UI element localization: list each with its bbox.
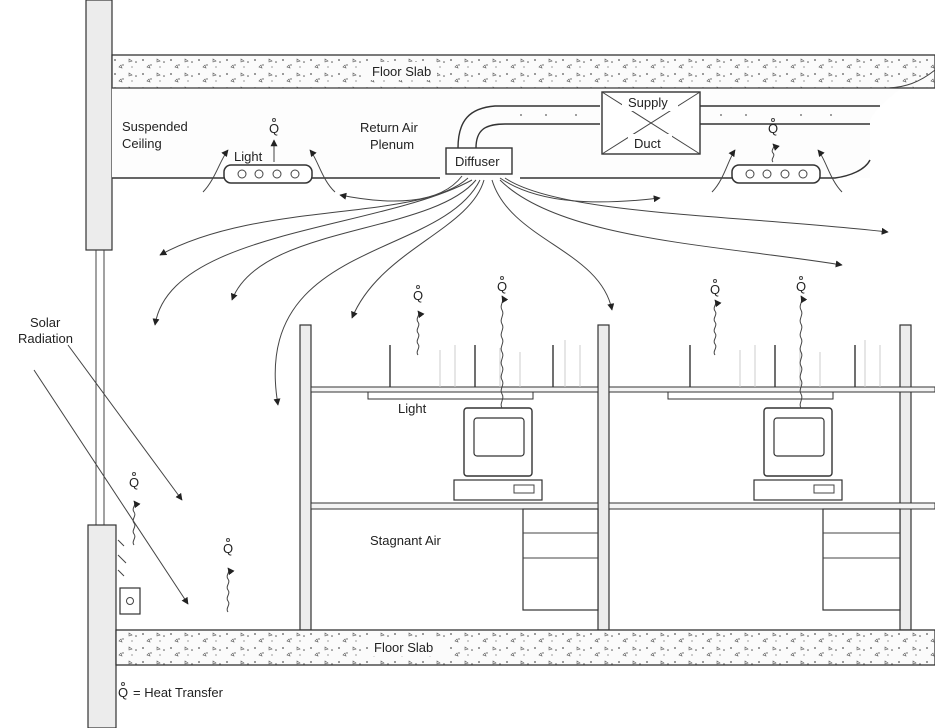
computer-right [753, 407, 843, 501]
computer-left [453, 407, 543, 501]
desk-left [310, 502, 599, 611]
legend-text: = Heat Transfer [133, 685, 224, 700]
return-air-label-2: Plenum [370, 137, 414, 152]
q-window: Q [129, 472, 141, 546]
solar-label-2: Radiation [18, 331, 73, 346]
q-ceiling-light-right: Q [768, 118, 780, 163]
solar-label-1: Solar [30, 315, 61, 330]
suspended-ceiling-label-2: Ceiling [122, 136, 162, 151]
svg-text:Q: Q [796, 279, 806, 294]
legend: Q = Heat Transfer [118, 682, 224, 700]
suspended-ceiling-label-1: Suspended [122, 119, 188, 134]
svg-text:Q: Q [768, 121, 778, 136]
svg-text:Q: Q [497, 279, 507, 294]
upper-shelf-right [608, 340, 935, 400]
q-shelf-left: Q [413, 285, 425, 356]
ceiling-light-left: Light [202, 149, 336, 193]
top-floor-slab: Floor Slab [111, 54, 935, 178]
supply-duct-label-2: Duct [634, 136, 661, 151]
upper-shelf-left: Light [310, 340, 599, 416]
wall-fixture [117, 539, 141, 615]
svg-text:Q: Q [710, 282, 720, 297]
diffuser-label: Diffuser [455, 154, 500, 169]
shelf-light-label: Light [398, 401, 427, 416]
exterior-wall [85, 0, 117, 728]
svg-text:Q: Q [223, 541, 233, 556]
svg-text:Q: Q [269, 121, 279, 136]
diffuser: Diffuser [445, 147, 513, 175]
svg-text:Q: Q [129, 475, 139, 490]
q-computer-right: Q [796, 276, 808, 409]
bottom-slab-label-bg [368, 638, 446, 656]
legend-q: Q [118, 685, 128, 700]
supply-duct-label-1: Supply [628, 95, 668, 110]
stagnant-air-label: Stagnant Air [370, 533, 441, 548]
svg-text:Q: Q [413, 288, 423, 303]
desk-right [608, 502, 935, 611]
bottom-floor-slab: Floor Slab [115, 629, 935, 666]
ceiling-light-label: Light [234, 149, 263, 164]
return-air-label-1: Return Air [360, 120, 418, 135]
airflow-arrows [152, 175, 889, 406]
q-shelf-right: Q [710, 279, 722, 356]
ceiling-light-right [711, 149, 843, 193]
top-slab-label-bg [362, 62, 437, 80]
partitions [299, 324, 912, 631]
top-slab-label: Floor Slab [372, 64, 431, 79]
supply-duct: Supply Duct [457, 91, 880, 155]
q-ceiling-light-left: Q [269, 118, 279, 162]
solar-radiation: Solar Radiation [18, 315, 189, 605]
q-floor: Q [223, 538, 235, 613]
q-computer-left: Q [497, 276, 509, 409]
bottom-slab-label: Floor Slab [374, 640, 433, 655]
